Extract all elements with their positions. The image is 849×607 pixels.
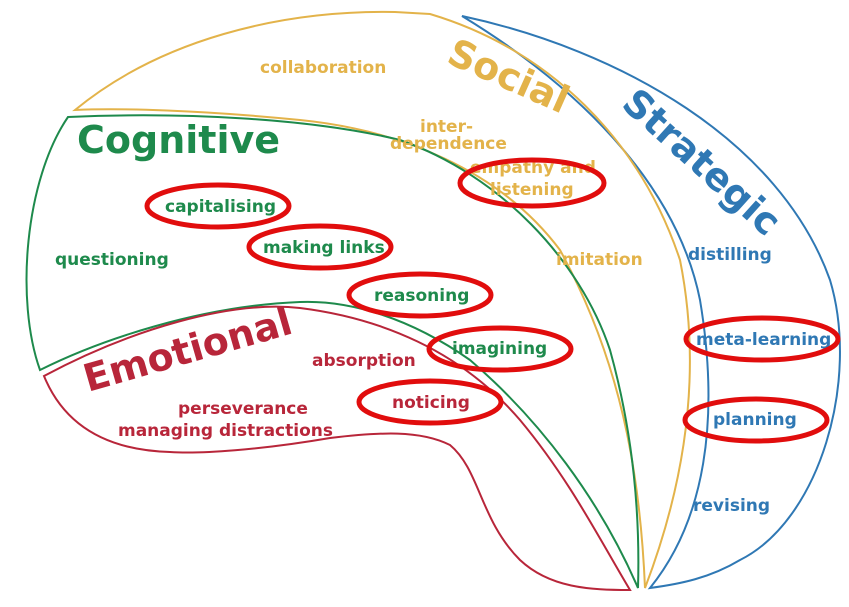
term-making-links: making links <box>263 238 385 258</box>
term-noticing: noticing <box>392 393 470 413</box>
term-distilling: distilling <box>688 245 772 265</box>
term-empathy-line2: listening <box>490 180 574 200</box>
term-absorption: absorption <box>312 351 416 371</box>
highlight-planning <box>682 396 830 444</box>
term-imitation: imitation <box>556 250 643 270</box>
term-planning: planning <box>713 410 797 430</box>
highlight-empathy <box>457 157 607 209</box>
term-interdependence-line2: dependence <box>390 134 507 154</box>
term-imagining: imagining <box>452 339 547 359</box>
strategic-region-outline <box>461 15 841 590</box>
highlight-making-links <box>246 223 394 271</box>
term-interdependence-line1: inter- <box>420 117 473 137</box>
term-managing-distractions: managing distractions <box>118 421 333 441</box>
term-perseverance: perseverance <box>178 399 308 419</box>
term-questioning: questioning <box>55 250 169 270</box>
highlight-reasoning <box>346 271 494 319</box>
term-collaboration: collaboration <box>260 58 386 78</box>
term-meta-learning: meta-learning <box>696 330 831 350</box>
cognitive-region-outline <box>25 114 640 589</box>
emotional-region-outline <box>42 305 632 592</box>
term-capitalising: capitalising <box>165 197 276 217</box>
highlight-noticing <box>356 378 504 426</box>
strategic-title: Strategic <box>614 80 790 244</box>
highlight-meta-learning <box>683 315 841 363</box>
term-revising: revising <box>693 496 770 516</box>
highlight-capitalising <box>144 182 292 230</box>
cognitive-title: Cognitive <box>77 118 280 162</box>
highlight-imagining <box>426 325 574 373</box>
social-region-outline <box>72 10 691 589</box>
term-reasoning: reasoning <box>374 286 469 306</box>
emotional-title: Emotional <box>78 299 296 400</box>
